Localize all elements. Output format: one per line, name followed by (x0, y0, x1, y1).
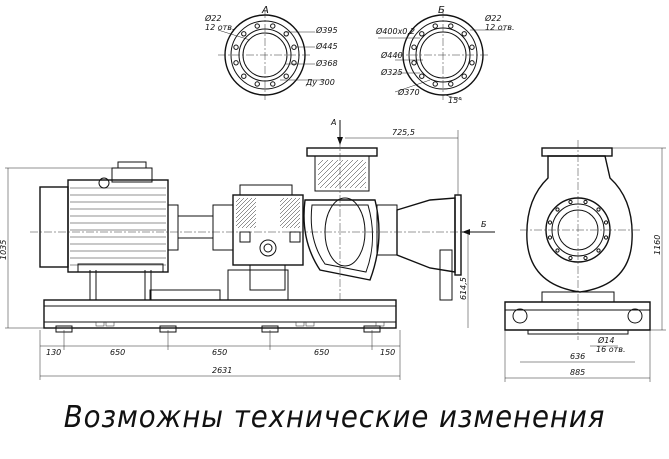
dim-1160: 1160 (653, 235, 662, 255)
disclaimer-caption: Возможны технические изменения (63, 400, 606, 435)
dim-650a: 650 (110, 348, 125, 357)
arrow-b-label: Б (481, 220, 487, 229)
view-a-d22: Ø22 (204, 13, 221, 23)
view-b-d22: Ø22 (484, 13, 501, 23)
view-b-d400: Ø400х0,2 (375, 26, 415, 36)
suction-pipe (376, 194, 462, 301)
dim-650c: 650 (314, 348, 329, 357)
dim-130: 130 (46, 348, 61, 357)
view-b-d325: Ø325 (380, 67, 403, 77)
view-b-flange: Б Ø400х0,2 Ø22 12 отв. Ø440 Ø325 Ø370 15… (375, 5, 515, 105)
end-view: 1160 Ø14 16 отв. 636 885 (504, 140, 666, 382)
dim-2631: 2631 (212, 366, 232, 375)
view-a-flange: А Ø22 12 отв. Ø395 Ø445 Ø368 Ду 300 (204, 5, 338, 100)
view-a-d368: Ø368 (315, 58, 338, 68)
side-view: А Б 725,5 1035 614,5 130 650 650 650 150… (0, 118, 495, 380)
dim-885: 885 (570, 368, 585, 377)
dim-d14: Ø14 (597, 335, 614, 345)
dim-150: 150 (380, 348, 395, 357)
view-b-holes: 12 отв. (485, 23, 515, 32)
view-a-du: Ду 300 (305, 78, 335, 87)
view-b-d370: Ø370 (397, 87, 420, 97)
view-b-angle: 15° (448, 96, 462, 105)
dim-1035: 1035 (0, 240, 8, 260)
arrow-a-label: А (330, 118, 336, 127)
view-a-d445: Ø445 (315, 41, 338, 51)
view-b-d440: Ø440 (380, 50, 403, 60)
view-b-label: Б (438, 5, 445, 16)
pump-casing (303, 125, 380, 300)
dim-650b: 650 (212, 348, 227, 357)
motor (39, 161, 214, 273)
dim-725: 725,5 (392, 128, 415, 137)
bearing-housing (212, 184, 304, 301)
dim-636: 636 (570, 352, 585, 361)
dim-16holes: 16 отв. (596, 345, 626, 354)
dim-6145: 614,5 (459, 277, 468, 300)
view-a-d395: Ø395 (315, 25, 338, 35)
view-a-holes: 12 отв. (205, 23, 235, 32)
